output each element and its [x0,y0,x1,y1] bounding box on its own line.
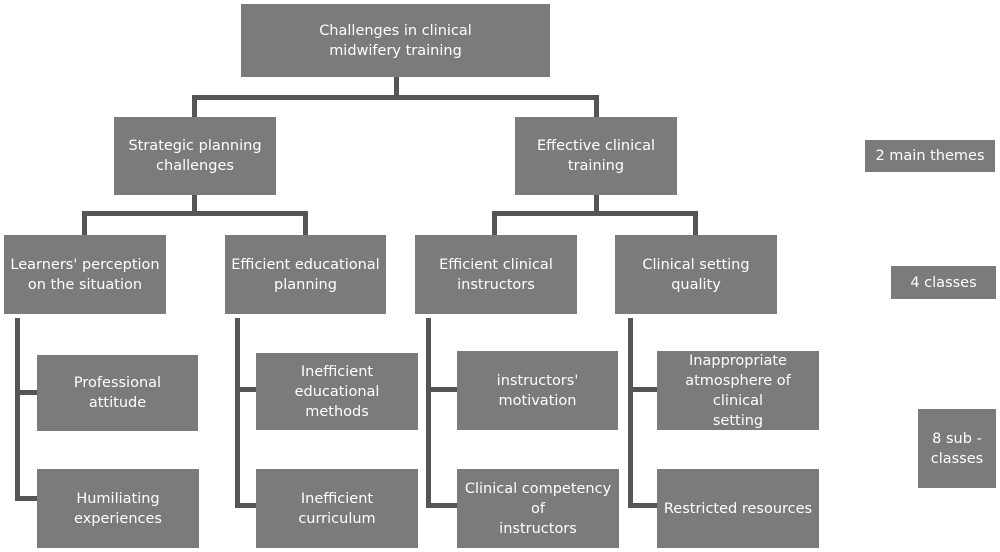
connector [628,387,658,392]
subclass-box: Professional attitude [37,355,198,431]
connector [235,503,257,508]
connector [594,195,599,213]
connector [15,496,37,501]
connector [235,318,240,508]
class-box: Learners' perception on the situation [4,235,166,314]
subclass-box: instructors' motivation [457,351,618,430]
class-box: Clinical setting quality [615,235,777,314]
theme-box: Effective clinical training [515,117,677,195]
connector [426,387,458,392]
connector [15,318,20,501]
connector [628,503,658,508]
connector [426,318,431,508]
subclass-box: Humiliating experiences [37,469,199,548]
connector [492,211,698,216]
connector [693,211,698,235]
theme-box: Strategic planning challenges [114,117,276,195]
connector [192,195,197,213]
subclass-box: Inappropriate atmosphere of clinical set… [657,351,819,430]
subclass-box: Clinical competency of instructors [457,469,619,548]
connector [303,211,308,235]
connector [628,318,633,508]
connector [235,387,257,392]
connector [192,95,197,117]
connector [192,95,599,100]
connector [82,211,308,216]
class-box: Efficient clinical instructors [415,235,577,314]
subclass-box: Inefficient curriculum [256,469,418,548]
subclass-box: Restricted resources [657,469,819,548]
connector [394,77,399,97]
subclass-box: Inefficient educational methods [256,353,418,430]
connector [15,390,37,395]
connector [492,211,497,235]
legend-classes-box: 4 classes [891,266,996,299]
connector [594,95,599,117]
connector [426,503,458,508]
connector [82,211,87,235]
legend-subclasses-box: 8 sub - classes [918,409,996,488]
root-box: Challenges in clinical midwifery trainin… [241,4,550,77]
legend-themes-box: 2 main themes [865,140,995,172]
class-box: Efficient educational planning [225,235,386,314]
